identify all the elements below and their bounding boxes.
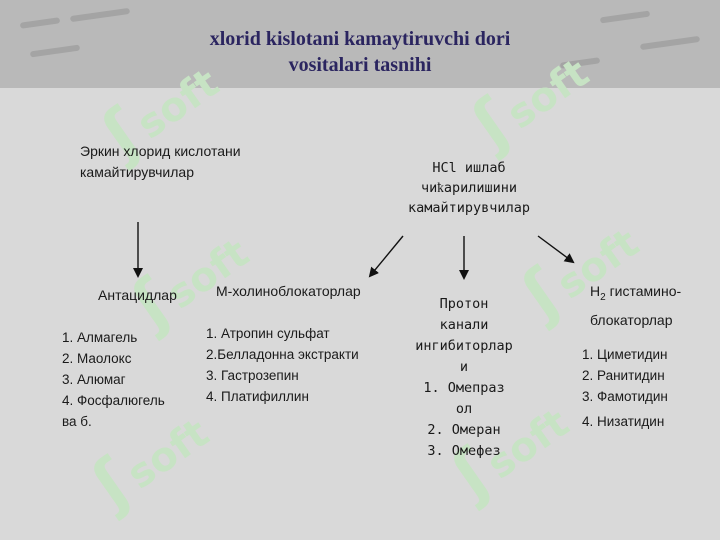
antacids-list: 1. Алмагель 2. Маолокс 3. Алюмаг 4. Фосф… bbox=[62, 327, 165, 432]
list-item: ол bbox=[455, 401, 473, 417]
list-item: 3. Алюмаг bbox=[62, 372, 126, 387]
list-item: 1. Омепраз bbox=[423, 380, 505, 396]
list-item: ва б. bbox=[62, 414, 92, 429]
m-cholinoblockers-list: 1. Атропин сульфат 2.Белладонна экстракт… bbox=[206, 323, 359, 407]
title-line-2: vositalari tasnihi bbox=[288, 54, 432, 76]
category-antacids-label: Антацидлар bbox=[98, 287, 177, 303]
proton-label-line: Протон bbox=[439, 296, 489, 312]
category-h2-blockers-label: H2 гистамино- блокаторлар bbox=[590, 283, 682, 328]
group-hcl-production-reducers: HCl ишлаб чиҟарилишини камайтирувчилар bbox=[408, 160, 530, 216]
list-item: 2. Ранитидин bbox=[582, 368, 665, 383]
list-item: 4. Фосфалюгель bbox=[62, 393, 165, 408]
list-item: 3. Фамотидин bbox=[582, 389, 668, 404]
list-item: 3. Омефез bbox=[427, 443, 501, 459]
list-item: 2. Маолокс bbox=[62, 351, 132, 366]
list-item: 1. Циметидин bbox=[582, 347, 668, 362]
proton-label-line: канали bbox=[439, 317, 489, 333]
list-item: 4. Платифиллин bbox=[206, 389, 309, 404]
title-line-1: xlorid kislotani kamaytiruvchi dori bbox=[209, 28, 511, 50]
list-item: 4. Низатидин bbox=[582, 414, 665, 429]
category-proton-pump: Протон канали ингибиторлар и 1. Омепраз … bbox=[396, 294, 532, 462]
group-free-hcl-reducers: Эркин хлорид кислотани камайтирувчилар bbox=[80, 143, 241, 180]
category-m-cholinoblockers-label: М-холиноблокаторлар bbox=[216, 283, 361, 299]
list-item: 1. Алмагель bbox=[62, 330, 138, 345]
arrow-to-h2-blockers bbox=[537, 235, 575, 264]
list-item: 2. Омеран bbox=[427, 422, 501, 438]
list-item: 1. Атропин сульфат bbox=[206, 326, 330, 341]
proton-label-line: ингибиторлар bbox=[415, 338, 513, 354]
arrow-to-m-cholinoblockers bbox=[368, 235, 404, 278]
h2-blockers-list: 1. Циметидин 2. Ранитидин 3. Фамотидин 4… bbox=[582, 344, 668, 432]
proton-label-line: и bbox=[459, 359, 469, 375]
list-item: 2.Белладонна экстракти bbox=[206, 347, 359, 362]
list-item: 3. Гастрозепин bbox=[206, 368, 299, 383]
page-title: xlorid kislotani kamaytiruvchi dori vosi… bbox=[110, 26, 610, 78]
header-band bbox=[0, 0, 720, 88]
